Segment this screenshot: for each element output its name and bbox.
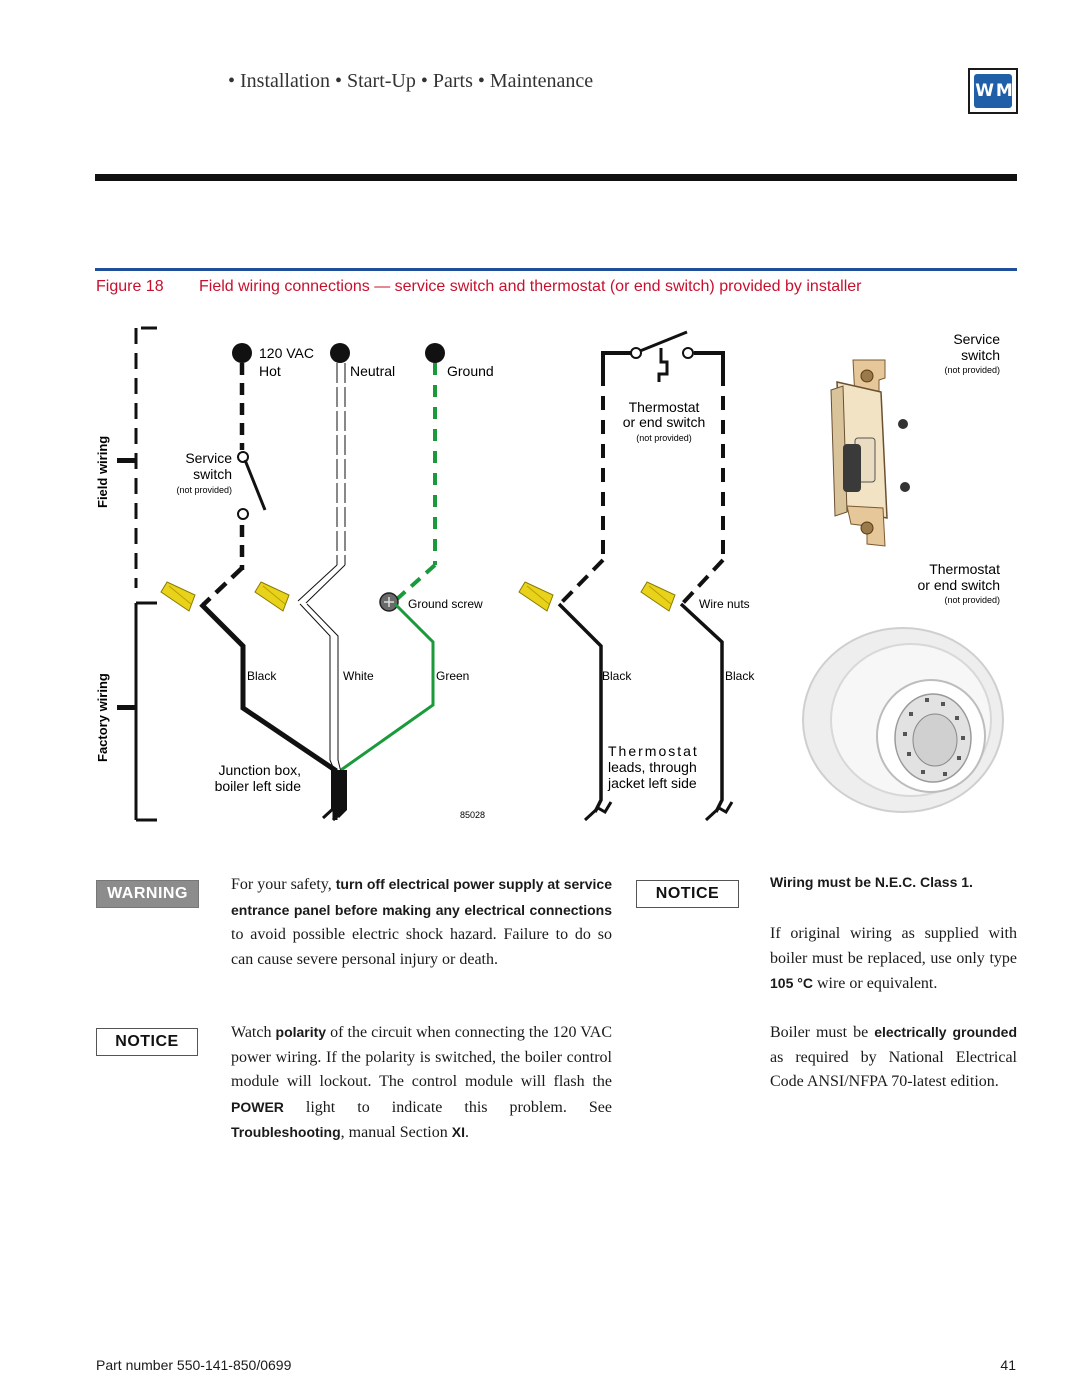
white-wire-label: White [343,669,374,683]
nec-notice-text-2: Boiler must be electrically grounded as … [770,1020,1017,1095]
thermostat-contact-right [682,347,694,359]
hot-label: Hot [259,363,281,379]
warning-badge: WARNING [96,880,199,908]
photo-service-switch-label-2: switch [961,347,1000,363]
nec-notice-text-1: If original wiring as supplied with boil… [770,922,1017,997]
neutral-label: Neutral [350,363,395,379]
thermostat-label-1: Thermostat [629,399,700,415]
warning-text-bold: turn off electrical power supply at serv… [231,876,613,918]
polarity-text-bold-1: polarity [275,1024,327,1040]
wire-nut-neutral [254,581,290,612]
thermostat-switch-blade [639,330,688,353]
wire-nut-hot [160,581,196,612]
nec-text-1-bold: 105 °C [770,975,813,992]
drawing-number: 85028 [460,810,485,820]
ground-screw-label: Ground screw [408,597,483,611]
polarity-text-2: of the circuit when connecting the 120 V… [231,1024,612,1091]
thermostat-illustration [802,627,1004,813]
polarity-text-4: , manual Section [340,1124,452,1142]
service-switch-illustration [830,359,910,547]
thermostat-black-left-label: Black [602,669,632,683]
service-switch-label-1: Service [185,450,232,466]
wiring-bracket [134,326,157,822]
wiring-diagram: Field wiring Factory wiring 120 VAC Hot … [95,326,1004,822]
page-header-title: • Installation • Start-Up • Parts • Main… [228,70,594,92]
wire-nut-thermostat-left [518,581,554,612]
service-switch-blade [243,459,267,511]
nec-text-2a: Boiler must be [770,1024,875,1041]
nec-notice-badge: NOTICE [636,880,739,908]
nec-text-1a: If original wiring as supplied with boil… [770,925,1017,967]
polarity-text-1: Watch [231,1024,276,1041]
ground-terminal [425,343,445,363]
service-switch-contact-top [237,451,249,463]
thermostat-black-wire-left [557,602,603,813]
polarity-text-3: light to indicate this problem. See [283,1098,612,1116]
thermostat-leads-label-3: jacket left side [607,775,697,791]
service-switch-contact-bottom [237,508,249,520]
service-switch-note: (not provided) [176,485,232,495]
photo-thermostat-note: (not provided) [944,595,1000,605]
figure-caption: Field wiring connections — service switc… [199,278,862,295]
page-number: 41 [1000,1357,1016,1373]
thermostat-leads-label-1: Thermostat [608,743,699,759]
thermostat-note: (not provided) [636,433,692,443]
thermostat-switch-linkage [657,348,669,382]
warning-text-1: For your safety, [231,876,336,893]
company-logo: W M [968,68,1018,114]
hot-terminal [232,343,252,363]
thermostat-black-right-label: Black [725,669,755,683]
service-switch-label-2: switch [193,466,232,482]
photo-service-switch-label-1: Service [953,331,1000,347]
junction-box-label-1: Junction box, [219,762,302,778]
green-factory-wire [340,602,435,772]
junction-box-label-2: boiler left side [215,778,302,794]
neutral-terminal [330,343,350,363]
polarity-text-5: . [464,1124,469,1142]
wire-nuts-label: Wire nuts [699,597,750,611]
figure-label: Figure 18 [96,278,164,295]
vac-label: 120 VAC [259,345,314,361]
ground-screw-icon [379,592,399,612]
nec-text-1b: wire or equivalent. [812,975,938,993]
logo-mark: W M [974,74,1013,108]
part-number: Part number 550-141-850/0699 [96,1357,292,1373]
warning-text-2: to avoid possible electric shock hazard.… [231,926,612,968]
nec-text-2-bold: electrically grounded [874,1024,1017,1040]
nec-notice-title: Wiring must be N.E.C. Class 1. [770,874,973,890]
polarity-text-bold-4: XI [451,1124,465,1141]
junction-box-ground [331,770,347,818]
polarity-notice-badge: NOTICE [96,1028,198,1056]
factory-wiring-label: Factory wiring [95,673,110,762]
warning-text: For your safety, turn off electrical pow… [231,872,612,972]
factory-bracket-tick [117,705,137,710]
header-rule [95,174,1017,181]
polarity-notice-text: Watch polarity of the circuit when conne… [231,1020,612,1146]
ground-label: Ground [447,363,494,379]
photo-thermostat-label-2: or end switch [918,577,1000,593]
thermostat-leads-label-2: leads, through [608,759,697,775]
green-wire-label: Green [436,669,469,683]
photo-service-switch-note: (not provided) [944,365,1000,375]
thermostat-label-2: or end switch [623,414,705,430]
wire-nut-thermostat-right [640,581,676,612]
thermostat-black-wire-right [679,602,724,813]
polarity-text-bold-3: Troubleshooting [231,1124,341,1141]
field-wiring-label: Field wiring [95,436,110,508]
black-wire-label: Black [247,669,277,683]
figure-rule [95,268,1017,271]
nec-text-2b: as required by National Electrical Code … [770,1048,1017,1091]
thermostat-contact-left [630,347,642,359]
photo-thermostat-label-1: Thermostat [929,561,1000,577]
field-bracket-tick [117,458,137,463]
polarity-text-bold-2: POWER [231,1098,284,1115]
